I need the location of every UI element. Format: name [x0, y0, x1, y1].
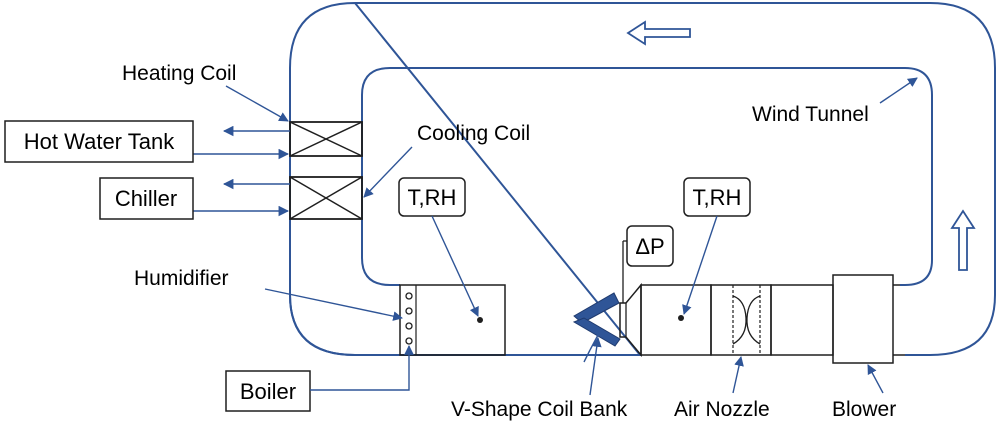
- pressure-sensor-label: ΔP: [635, 234, 664, 259]
- tunnel-inner-wall: [361, 67, 933, 286]
- humidifier-label: Humidifier: [134, 267, 229, 290]
- hot-water-tank-box: [4, 120, 194, 163]
- boiler-label: Boiler: [240, 379, 296, 404]
- sensor-point-right: [678, 315, 684, 321]
- air-nozzle: [710, 284, 772, 356]
- blower-label: Blower: [832, 398, 896, 421]
- chiller-box: [99, 177, 194, 220]
- humidifier-nozzles: [405, 292, 413, 345]
- v-shape-coil-bank-label: V-Shape Coil Bank: [451, 398, 628, 421]
- chiller-label: Chiller: [115, 186, 177, 211]
- cooling-coil-label: Cooling Coil: [417, 122, 530, 145]
- heating-coil-label: Heating Coil: [122, 62, 236, 85]
- air-nozzle-label: Air Nozzle: [674, 398, 770, 421]
- sensor-label-right: T,RH: [693, 185, 742, 210]
- tunnel-outer-wall: [289, 1, 996, 356]
- sensor-label-left: T,RH: [408, 185, 457, 210]
- hot-water-tank-label: Hot Water Tank: [24, 129, 175, 154]
- wind-tunnel-label: Wind Tunnel: [752, 103, 869, 126]
- heating-coil: [289, 121, 363, 157]
- blower-box: [832, 274, 894, 364]
- flow-arrow-left-icon: [626, 20, 691, 46]
- pressure-sensor-box: [626, 225, 674, 267]
- sensor-point-left: [477, 317, 483, 323]
- duct-section: [770, 284, 834, 356]
- test-chamber-right: [640, 284, 712, 356]
- tunnel-outer-bottom-left: [289, 294, 400, 356]
- boiler-box: [225, 370, 311, 412]
- cooling-coil: [289, 176, 363, 220]
- flow-arrow-up-icon: [950, 209, 976, 271]
